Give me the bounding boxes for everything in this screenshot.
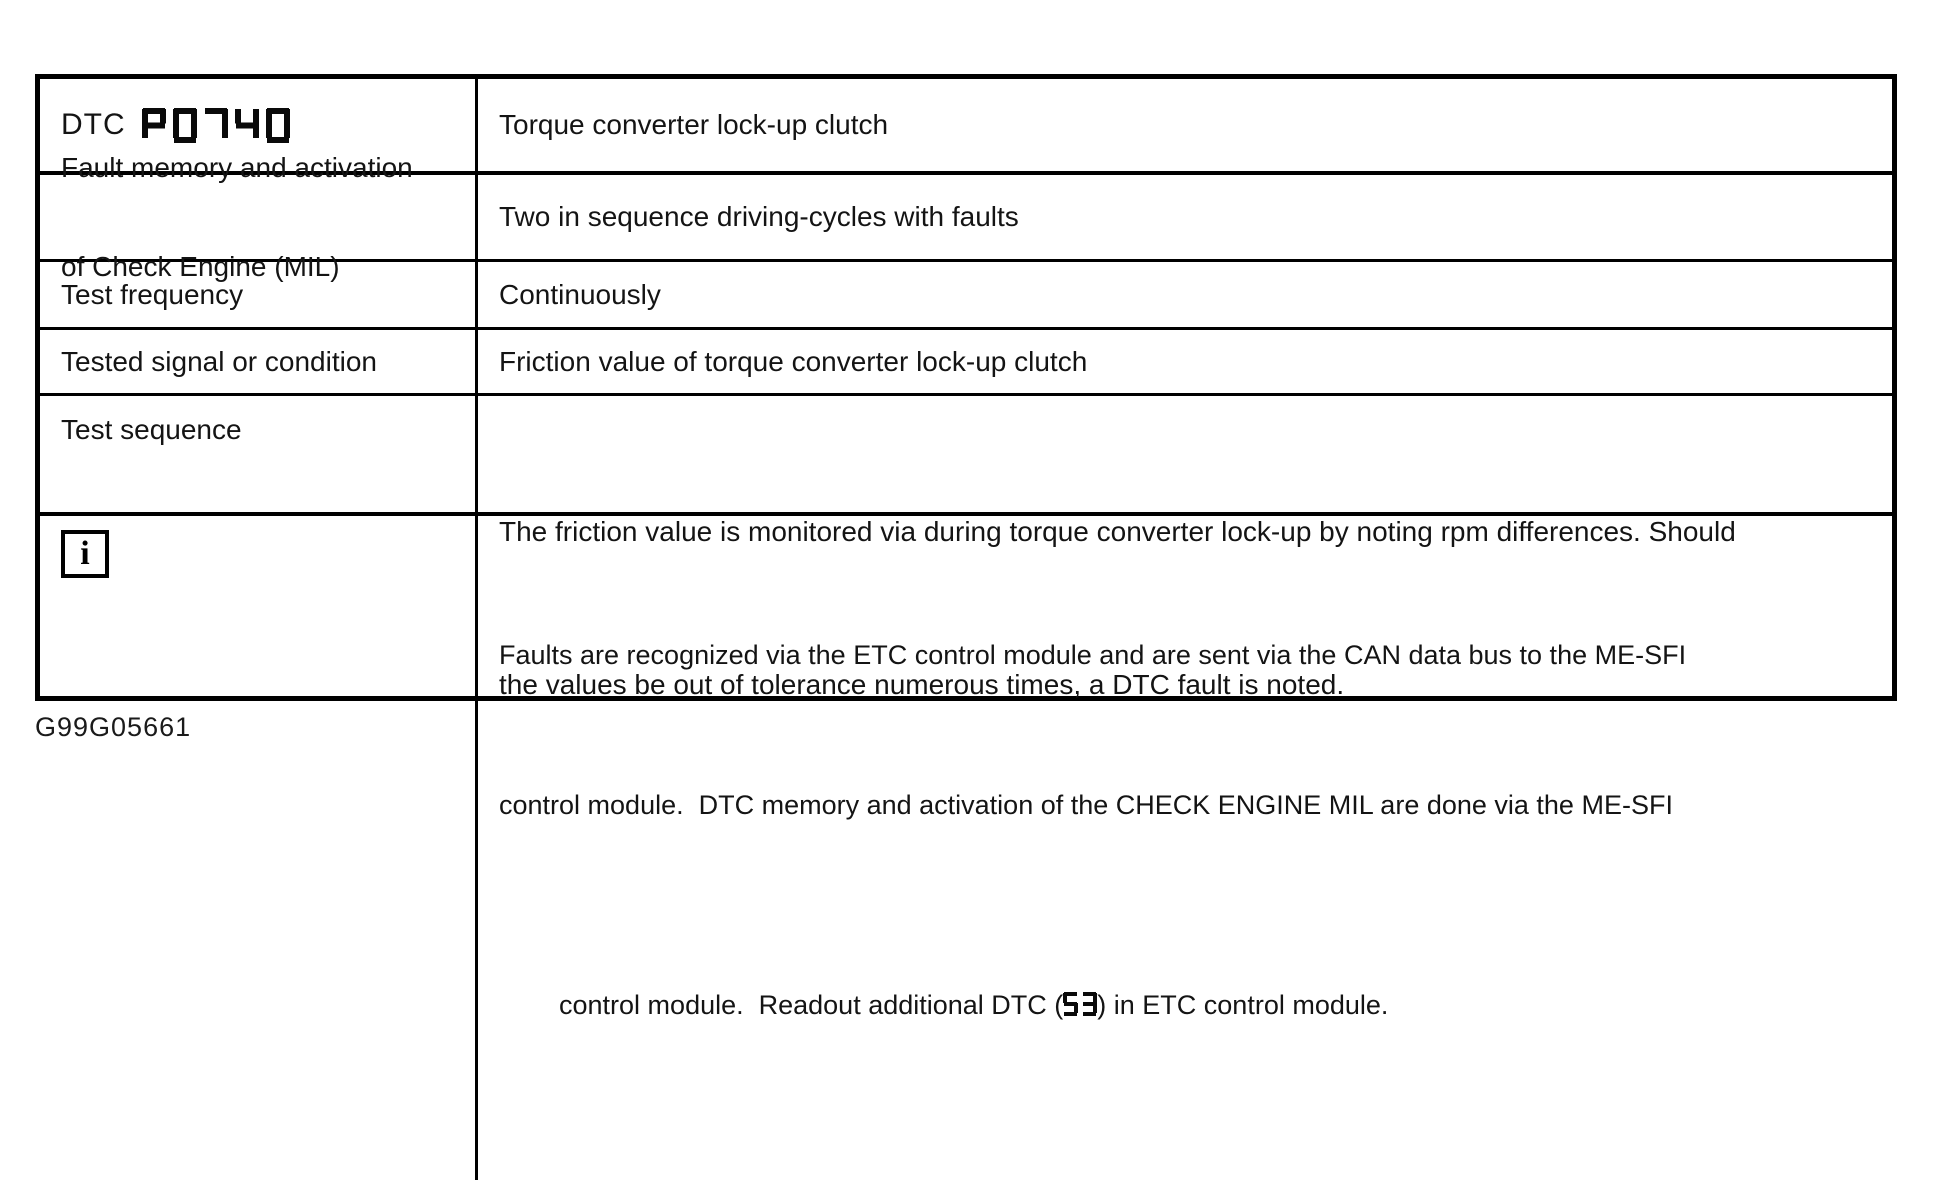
dtc-description-text: Torque converter lock-up clutch xyxy=(499,109,889,140)
fault-memory-label-line1: Fault memory and activation xyxy=(61,152,413,183)
cell-tested-signal-value: Friction value of torque converter lock-… xyxy=(478,330,1892,396)
fault-memory-label-line2: of Check Engine (MIL) xyxy=(61,251,340,282)
dtc-code-lcd xyxy=(141,107,290,143)
cell-dtc-code: DTC xyxy=(40,79,478,175)
dtc-53-lcd xyxy=(1063,992,1098,1016)
dtc-info-table: DTC Torque converter lock-up clutch Faul… xyxy=(35,74,1897,1180)
info-text-line3: control module. Readout additional DTC (… xyxy=(499,930,1874,1080)
info-text-line3-pre: control module. Readout additional DTC ( xyxy=(559,990,1064,1020)
cell-test-sequence-value: The friction value is monitored via duri… xyxy=(478,396,1892,700)
tested-signal-label-text: Tested signal or condition xyxy=(61,345,377,377)
info-icon-glyph: i xyxy=(80,535,90,572)
test-frequency-label-text: Test frequency xyxy=(61,278,244,310)
cell-tested-signal-label: Tested signal or condition xyxy=(40,330,478,396)
cell-test-sequence-label: Test sequence xyxy=(40,396,478,516)
test-sequence-line1: The friction value is monitored via duri… xyxy=(499,516,1736,547)
figure-number-caption: G99G05661 xyxy=(35,712,192,742)
test-sequence-line2: the values be out of tolerance numerous … xyxy=(499,669,1345,700)
tested-signal-value-text: Friction value of torque converter lock-… xyxy=(499,345,1088,377)
cell-info-icon: i xyxy=(40,516,478,1180)
info-text-line1: Faults are recognized via the ETC contro… xyxy=(499,640,1687,670)
test-sequence-label-text: Test sequence xyxy=(61,414,242,445)
cell-dtc-description: Torque converter lock-up clutch xyxy=(478,79,1892,175)
cell-fault-memory-value: Two in sequence driving-cycles with faul… xyxy=(478,175,1892,262)
cell-test-frequency-value: Continuously xyxy=(478,262,1892,330)
cell-fault-memory-label: Fault memory and activation of Check Eng… xyxy=(40,152,478,282)
cell-info-text: Faults are recognized via the ETC contro… xyxy=(478,516,1892,1180)
fault-memory-value-text: Two in sequence driving-cycles with faul… xyxy=(499,201,1019,232)
info-text-line3-post: ) in ETC control module. xyxy=(1097,990,1389,1020)
dtc-label: DTC xyxy=(61,108,126,141)
test-frequency-value-text: Continuously xyxy=(499,278,661,310)
cell-test-frequency-label: Test frequency xyxy=(40,262,478,330)
info-icon: i xyxy=(61,530,109,578)
info-text-line2: control module. DTC memory and activatio… xyxy=(499,790,1673,820)
